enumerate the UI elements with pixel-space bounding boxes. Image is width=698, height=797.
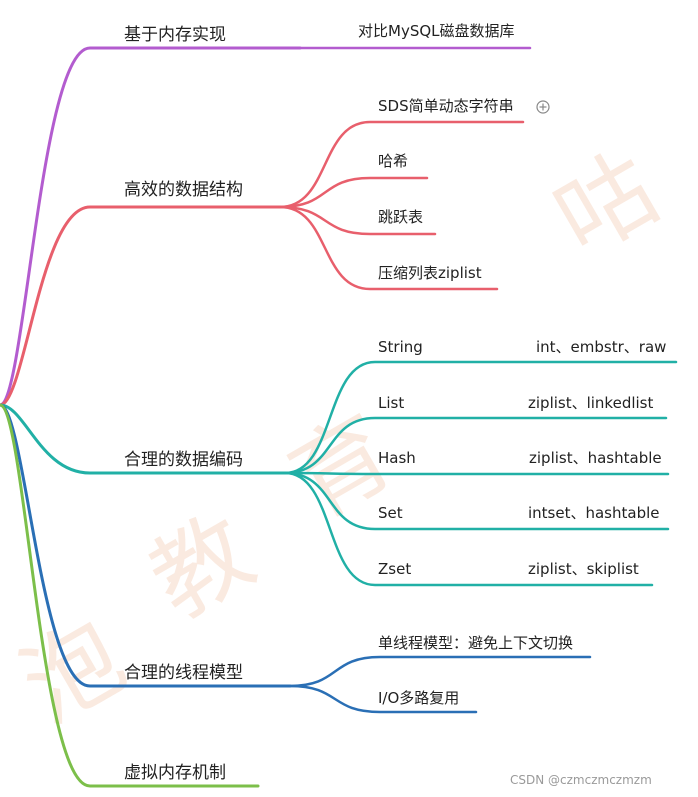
branch-label-threading: 合理的线程模型: [124, 663, 243, 683]
leaf-label-list: List: [378, 394, 404, 412]
plus-circle-icon[interactable]: [536, 100, 550, 114]
leaf-label-set: Set: [378, 504, 403, 522]
leaf-line-ziplist: [278, 205, 499, 291]
branch-label-structures: 高效的数据结构: [124, 180, 243, 200]
leaf-line-encoding-4: [283, 471, 654, 587]
leaf-label-single-thread: 单线程模型：避免上下文切换: [378, 634, 573, 652]
leaf-label-sds: SDS简单动态字符串: [378, 97, 514, 115]
leaf-line-encoding-1: [283, 416, 668, 475]
leaf-detail-zset: ziplist、skiplist: [528, 560, 639, 578]
leaf-label-mysql-compare: 对比MySQL磁盘数据库: [358, 22, 515, 40]
leaf-label-ziplist: 压缩列表ziplist: [378, 264, 482, 282]
branch-line-structures: [0, 205, 282, 407]
leaf-line-io-multiplexing: [288, 684, 478, 714]
branch-label-vm: 虚拟内存机制: [124, 763, 226, 783]
leaf-detail-set: intset、hashtable: [528, 504, 660, 522]
leaf-label-io-multiplexing: I/O多路复用: [378, 689, 459, 707]
leaf-label-hash-table: 哈希: [378, 152, 408, 170]
branch-line-encoding: [0, 403, 287, 475]
leaf-detail-hash: ziplist、hashtable: [529, 449, 662, 467]
credit-text: CSDN @czmczmczmzm: [510, 773, 652, 787]
leaf-label-string: String: [378, 338, 423, 356]
watermark-char-1: 咕: [537, 132, 676, 277]
leaf-detail-list: ziplist、linkedlist: [528, 394, 653, 412]
leaf-label-hash: Hash: [378, 449, 416, 467]
branch-label-memory: 基于内存实现: [124, 25, 226, 45]
branch-memory[interactable]: 基于内存实现 对比MySQL磁盘数据库: [124, 22, 515, 45]
leaf-line-sds: [278, 120, 525, 209]
branch-encoding[interactable]: 合理的数据编码 String int、embstr、raw List zipli…: [124, 338, 666, 578]
leaf-label-zset: Zset: [378, 560, 411, 578]
watermark: 咕 泡 教 育: [4, 132, 676, 744]
leaf-line-encoding-2: [283, 471, 670, 476]
branch-structures[interactable]: 高效的数据结构 SDS简单动态字符串 哈希 跳跃表 压缩列表ziplist: [124, 97, 550, 282]
branch-vm[interactable]: 虚拟内存机制: [124, 763, 226, 783]
leaf-line-single-thread: [288, 655, 592, 688]
leaf-detail-string: int、embstr、raw: [536, 338, 666, 356]
leaf-line-encoding-0: [283, 360, 678, 475]
watermark-char-3: 教: [132, 495, 271, 640]
leaf-line-skiplist: [278, 205, 437, 236]
connector-lines: [0, 46, 678, 788]
branch-label-encoding: 合理的数据编码: [124, 450, 243, 470]
leaf-label-skiplist: 跳跃表: [378, 208, 423, 226]
branch-line-vm: [0, 403, 260, 788]
leaf-line-hash-table: [278, 176, 429, 209]
leaf-line-encoding-3: [283, 471, 670, 531]
branch-threading[interactable]: 合理的线程模型 单线程模型：避免上下文切换 I/O多路复用: [124, 634, 573, 707]
branch-line-memory: [0, 46, 302, 407]
